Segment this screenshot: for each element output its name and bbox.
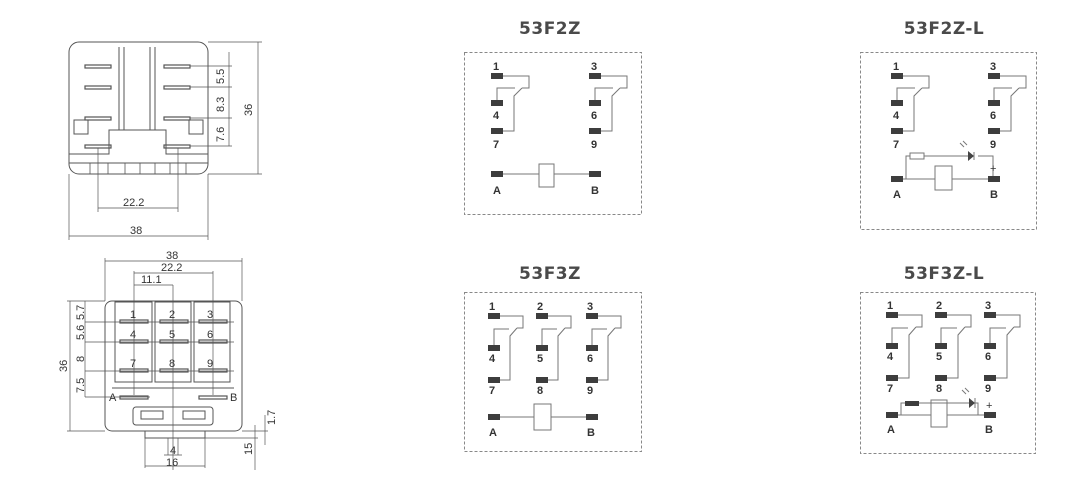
dim-pin-len: 1.7 <box>266 410 278 425</box>
schematic-title-53f3z: 53F3Z <box>519 264 581 284</box>
pin-6: 6 <box>985 351 991 363</box>
dim-tab-w: 4 <box>170 445 176 457</box>
pin-7: 7 <box>887 383 893 395</box>
dim-half: 11.1 <box>141 274 162 286</box>
pin-7: 7 <box>893 139 899 151</box>
pin-label-3: 3 <box>207 309 213 321</box>
dim-base-w: 16 <box>166 457 178 469</box>
pin-label-9: 9 <box>207 358 213 370</box>
schematic-53f3z: 1 2 3 4 5 6 7 8 9 A B <box>464 292 642 452</box>
dim-height: 36 <box>58 360 70 372</box>
pin-7: 7 <box>489 385 495 397</box>
schematic-title-53f2z: 53F2Z <box>519 19 581 39</box>
dim-row1: 5.7 <box>75 305 87 320</box>
pin-2: 2 <box>537 301 543 313</box>
coil-b: B <box>591 185 599 197</box>
schematic-title-53f2z-l: 53F2Z-L <box>903 19 985 39</box>
pin-3: 3 <box>985 300 991 312</box>
dim-height: 36 <box>243 104 255 116</box>
pin-5: 5 <box>936 351 942 363</box>
pin-8: 8 <box>936 383 942 395</box>
schematic-title-53f3z-l: 53F3Z-L <box>903 264 985 284</box>
pin-3: 3 <box>591 61 597 73</box>
pin-1: 1 <box>489 301 495 313</box>
pin-4: 4 <box>887 351 894 363</box>
polarity-plus: + <box>990 163 996 175</box>
pin-label-6: 6 <box>207 329 213 341</box>
pin-5: 5 <box>537 353 543 365</box>
pin-7: 7 <box>493 139 499 151</box>
dim-p2: 8.3 <box>215 97 227 112</box>
pin-8: 8 <box>537 385 543 397</box>
pin-9: 9 <box>985 383 991 395</box>
pin-6: 6 <box>591 110 597 122</box>
dim-p1: 5.5 <box>215 69 227 84</box>
pin-label-8: 8 <box>169 358 175 370</box>
pin-4: 4 <box>489 353 496 365</box>
pin-label-7: 7 <box>130 358 136 370</box>
pin-9: 9 <box>990 139 996 151</box>
pin-4: 4 <box>493 110 500 122</box>
pin-label-1: 1 <box>130 309 136 321</box>
pin-4: 4 <box>893 110 900 122</box>
polarity-plus: + <box>986 400 992 412</box>
coil-a: A <box>893 189 901 201</box>
dim-base-h: 15 <box>243 443 255 455</box>
coil-b: B <box>990 189 998 201</box>
pin-3: 3 <box>587 301 593 313</box>
side-view-drawing: 22.2 38 36 5.5 8.3 7.6 <box>68 41 262 240</box>
coil-a: A <box>887 424 895 436</box>
pin-9: 9 <box>587 385 593 397</box>
coil-label-a: A <box>109 392 117 404</box>
pin-label-4: 4 <box>130 329 136 341</box>
schematic-53f3z-l: 1 2 3 4 5 6 7 8 9 A B + <box>860 292 1036 454</box>
pin-9: 9 <box>591 139 597 151</box>
dim-row4: 7.5 <box>75 378 87 393</box>
pin-1: 1 <box>493 61 499 73</box>
coil-b: B <box>985 424 993 436</box>
pin-6: 6 <box>990 110 996 122</box>
dim-p3: 7.6 <box>215 127 227 142</box>
schematic-53f2z-l: 1 3 4 6 7 9 A B + <box>860 52 1037 230</box>
coil-label-b: B <box>230 392 237 404</box>
coil-a: A <box>489 427 497 439</box>
pin-2: 2 <box>936 300 942 312</box>
pin-6: 6 <box>587 353 593 365</box>
schematic-53f2z: 1 3 4 6 7 9 A B <box>464 52 642 215</box>
dim-inner-width: 22.2 <box>123 197 144 209</box>
dim-row3: 8 <box>75 356 87 362</box>
pin-3: 3 <box>990 61 996 73</box>
coil-a: A <box>493 185 501 197</box>
bottom-view-drawing: 38 22.2 11.1 1 2 3 4 5 6 7 8 9 A B 36 5.… <box>58 250 278 470</box>
coil-b: B <box>587 427 595 439</box>
dim-span: 22.2 <box>161 262 182 274</box>
dim-width: 38 <box>130 225 142 237</box>
pin-label-5: 5 <box>169 329 175 341</box>
dim-row2: 5.6 <box>75 325 87 340</box>
pin-1: 1 <box>887 300 893 312</box>
dim-width: 38 <box>166 250 178 262</box>
pin-1: 1 <box>893 61 899 73</box>
pin-label-2: 2 <box>169 309 175 321</box>
